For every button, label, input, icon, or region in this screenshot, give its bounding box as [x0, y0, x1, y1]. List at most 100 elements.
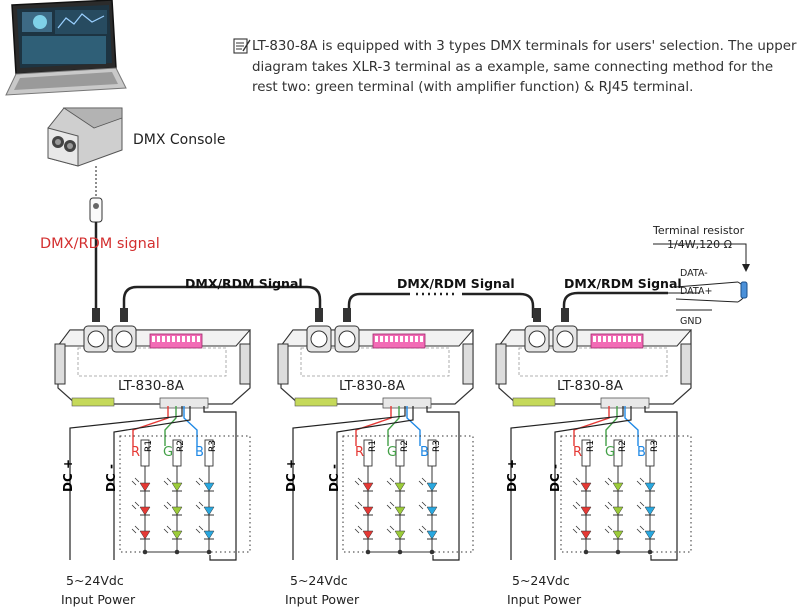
led-light-ray: [195, 528, 201, 534]
terminal-resistor-spec: 1/4W,120 Ω: [667, 238, 732, 251]
dc-minus-label-3: DC -: [548, 464, 562, 492]
xlr-plug: [561, 308, 569, 322]
dip-switch-key: [375, 336, 378, 342]
dip-switch-key: [400, 336, 403, 342]
led-light-ray: [163, 504, 169, 510]
channel-r-label-1: R: [131, 445, 141, 460]
led-diode: [644, 482, 656, 492]
channel-wire: [387, 406, 400, 446]
power-label-1: Input Power: [61, 592, 136, 607]
link-signal-label-1: DMX/RDM Signal: [185, 276, 303, 291]
decoder-unit: [54, 308, 252, 561]
dmx-console-icon: [47, 107, 123, 167]
note-icon: [233, 37, 251, 55]
dip-switch-key: [638, 336, 641, 342]
link-signal-label-2: DMX/RDM Signal: [397, 276, 515, 291]
channel-r-label-3: R: [573, 445, 583, 460]
dip-switch-key: [395, 336, 398, 342]
led-light-ray: [421, 525, 427, 531]
dip-switch-key: [192, 336, 195, 342]
xlr-plug: [120, 308, 128, 322]
power-lead-plus: [510, 406, 624, 560]
channel-g-label-2: G: [387, 445, 398, 460]
power-lead-plus: [69, 406, 183, 560]
led-light-ray: [198, 477, 204, 483]
led-light-ray: [357, 501, 363, 507]
dip-switch-key: [623, 336, 626, 342]
led-diode: [171, 506, 183, 516]
channel-g-label-1: G: [163, 445, 174, 460]
decoder-model-label-3: LT-830-8A: [557, 378, 624, 394]
led-light-ray: [607, 525, 613, 531]
led-light-ray: [131, 528, 137, 534]
led-light-ray: [166, 525, 172, 531]
common-anode-lead: [644, 406, 678, 561]
dip-switch-key: [380, 336, 383, 342]
led-light-ray: [357, 477, 363, 483]
dip-switch-key: [415, 336, 418, 342]
led-light-ray: [389, 477, 395, 483]
led-diode: [612, 506, 624, 516]
led-diode: [139, 506, 151, 516]
led-panel: [342, 435, 474, 555]
dip-switch-key: [385, 336, 388, 342]
xlr-port-ring: [115, 330, 133, 348]
channel-wire: [355, 406, 392, 446]
led-light-ray: [418, 480, 424, 486]
power-lead-minus: [336, 406, 414, 560]
resistor-r1-label-1: R1: [144, 440, 154, 452]
led-light-ray: [195, 480, 201, 486]
led-diode: [139, 530, 151, 540]
decoder-face: [518, 347, 668, 377]
mounting-ear: [495, 343, 507, 385]
led-diode: [612, 482, 624, 492]
led-light-ray: [131, 504, 137, 510]
led-light-ray: [607, 501, 613, 507]
power-voltage-label-3: 5~24Vdc: [512, 573, 570, 588]
xlr-plug: [343, 308, 351, 322]
dip-switch-key: [603, 336, 606, 342]
led-diode: [203, 530, 215, 540]
channel-r-label-2: R: [355, 445, 365, 460]
led-light-ray: [572, 480, 578, 486]
resistor-r3-label-2: R3: [432, 440, 442, 452]
dip-switch-key: [628, 336, 631, 342]
dip-switch-key: [197, 336, 200, 342]
channel-g-label-3: G: [605, 445, 616, 460]
resistor-r2-label-1: R2: [176, 440, 186, 452]
led-light-ray: [389, 501, 395, 507]
led-light-ray: [389, 525, 395, 531]
led-light-ray: [636, 528, 642, 534]
dip-switch-key: [167, 336, 170, 342]
led-light-ray: [575, 525, 581, 531]
terminal-resistor: [653, 243, 750, 311]
gnd-label: GND: [680, 316, 702, 327]
dip-switch-key: [598, 336, 601, 342]
led-light-ray: [636, 480, 642, 486]
led-light-ray: [575, 477, 581, 483]
green-terminal: [512, 397, 556, 407]
led-light-ray: [604, 504, 610, 510]
dip-switch-key: [410, 336, 413, 342]
resistor-r1-label-2: R1: [368, 440, 378, 452]
channel-wire: [605, 406, 618, 446]
link-signal-label-3: DMX/RDM Signal: [564, 276, 682, 291]
dc-plus-label-3: DC +: [505, 459, 519, 492]
decoder-face: [300, 347, 450, 377]
led-diode: [394, 530, 406, 540]
led-light-ray: [604, 480, 610, 486]
decoder-model-label-1: LT-830-8A: [118, 378, 185, 394]
resistor-r2-label-2: R2: [400, 440, 410, 452]
led-light-ray: [354, 480, 360, 486]
led-light-ray: [198, 525, 204, 531]
dip-switch-key: [182, 336, 185, 342]
input-signal-label: DMX/RDM signal: [40, 236, 160, 252]
xlr-port-ring: [556, 330, 574, 348]
led-light-ray: [607, 477, 613, 483]
data-minus-label: DATA-: [680, 268, 708, 279]
xlr-port-ring: [87, 330, 105, 348]
led-diode: [426, 506, 438, 516]
channel-wire: [624, 406, 639, 446]
power-label-3: Input Power: [507, 592, 582, 607]
